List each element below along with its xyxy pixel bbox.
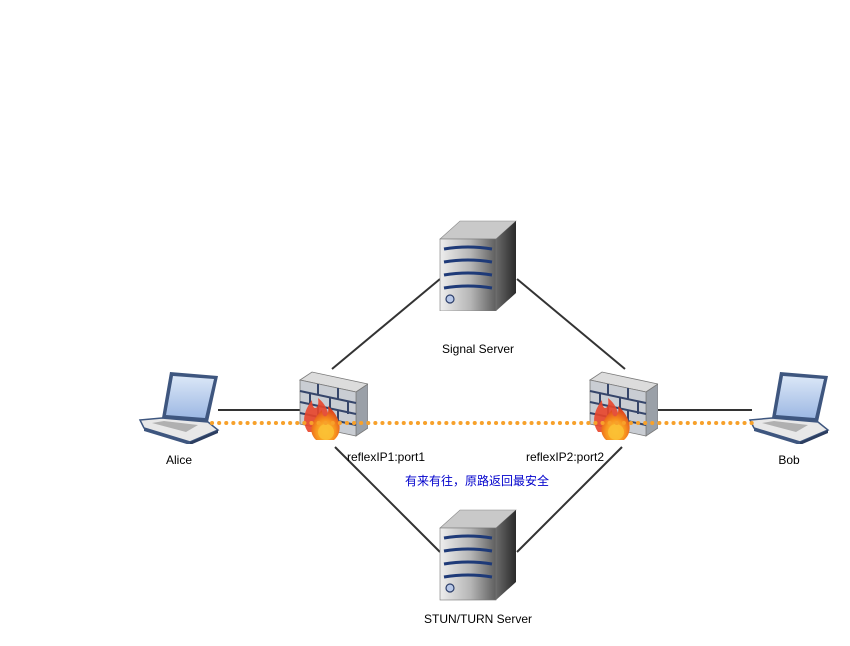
alice-laptop-icon xyxy=(139,371,219,444)
link-signal-nat2 xyxy=(516,278,626,370)
link-stun-nat2 xyxy=(516,446,623,553)
bob-label: Bob xyxy=(778,453,800,467)
nat1-reflexive-address-label: reflexIP1:port1 xyxy=(347,450,425,464)
alice-label: Alice xyxy=(166,453,192,467)
link-nat1-signal xyxy=(331,278,441,370)
link-nat1-stun xyxy=(334,446,441,553)
nat2-firewall-icon xyxy=(589,371,658,441)
stun-turn-server-icon xyxy=(438,508,518,602)
nat2-reflexive-address-label: reflexIP2:port2 xyxy=(526,450,604,464)
stun-turn-server-label: STUN/TURN Server xyxy=(424,612,532,626)
signal-server-label: Signal Server xyxy=(442,342,514,356)
bob-laptop-icon xyxy=(749,371,829,444)
nat1-firewall-icon xyxy=(299,371,368,441)
signal-links xyxy=(331,278,626,370)
annotation-note: 有来有往，原路返回最安全 xyxy=(405,473,549,488)
stun-links xyxy=(334,446,623,553)
signal-server-icon xyxy=(438,219,518,311)
